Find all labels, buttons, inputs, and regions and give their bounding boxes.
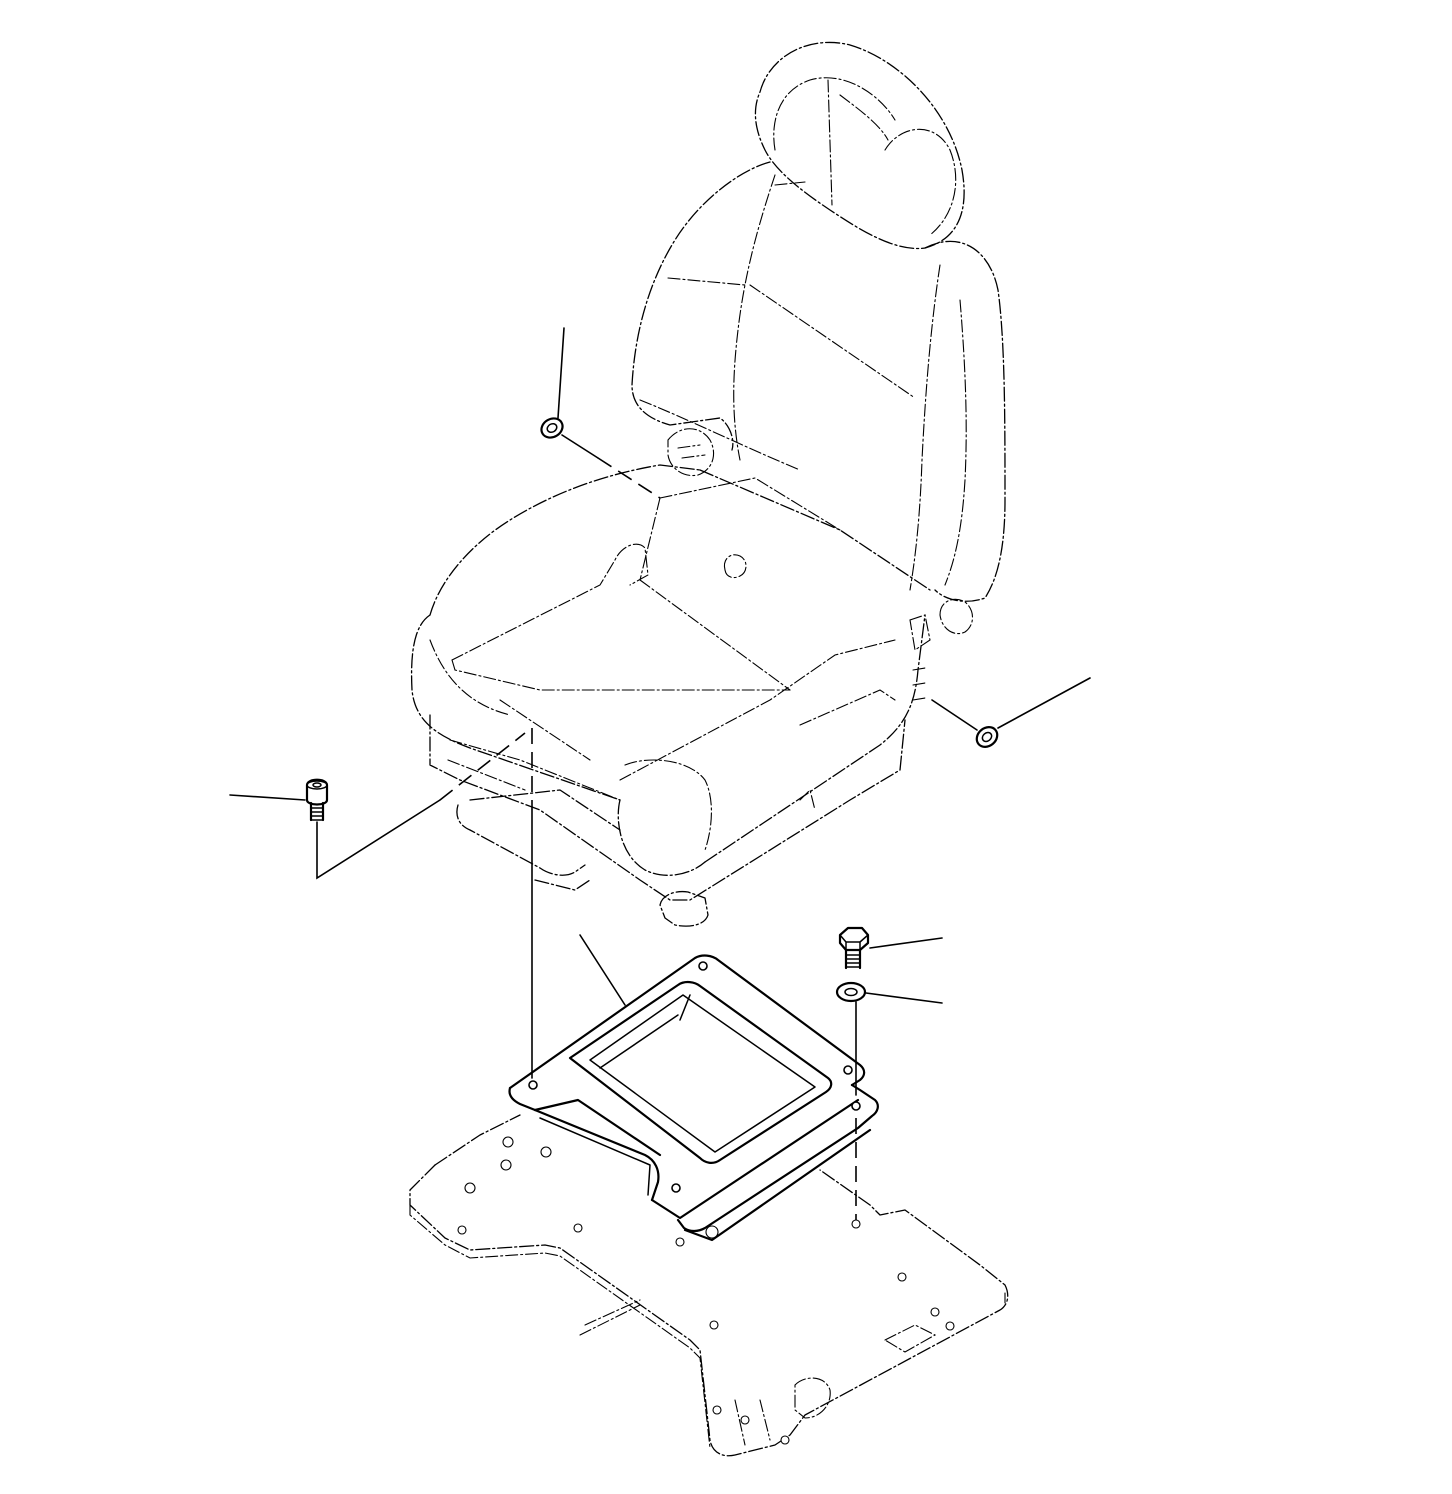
backrest xyxy=(631,161,1006,602)
leader-lines xyxy=(229,327,1091,1006)
seat-base-rails xyxy=(429,714,906,927)
washer-top xyxy=(540,417,564,439)
seat-cushion xyxy=(410,464,974,876)
socket-head-bolt xyxy=(305,778,329,822)
washer-right xyxy=(975,726,999,748)
washer-center xyxy=(835,981,867,1003)
headrest xyxy=(754,41,965,250)
hex-bolt xyxy=(838,926,870,970)
seat-assembly xyxy=(410,41,1006,927)
seat-bracket-plate xyxy=(508,954,879,1242)
floor-mount-plate xyxy=(409,1114,1009,1457)
assembly-lines xyxy=(316,434,978,1220)
